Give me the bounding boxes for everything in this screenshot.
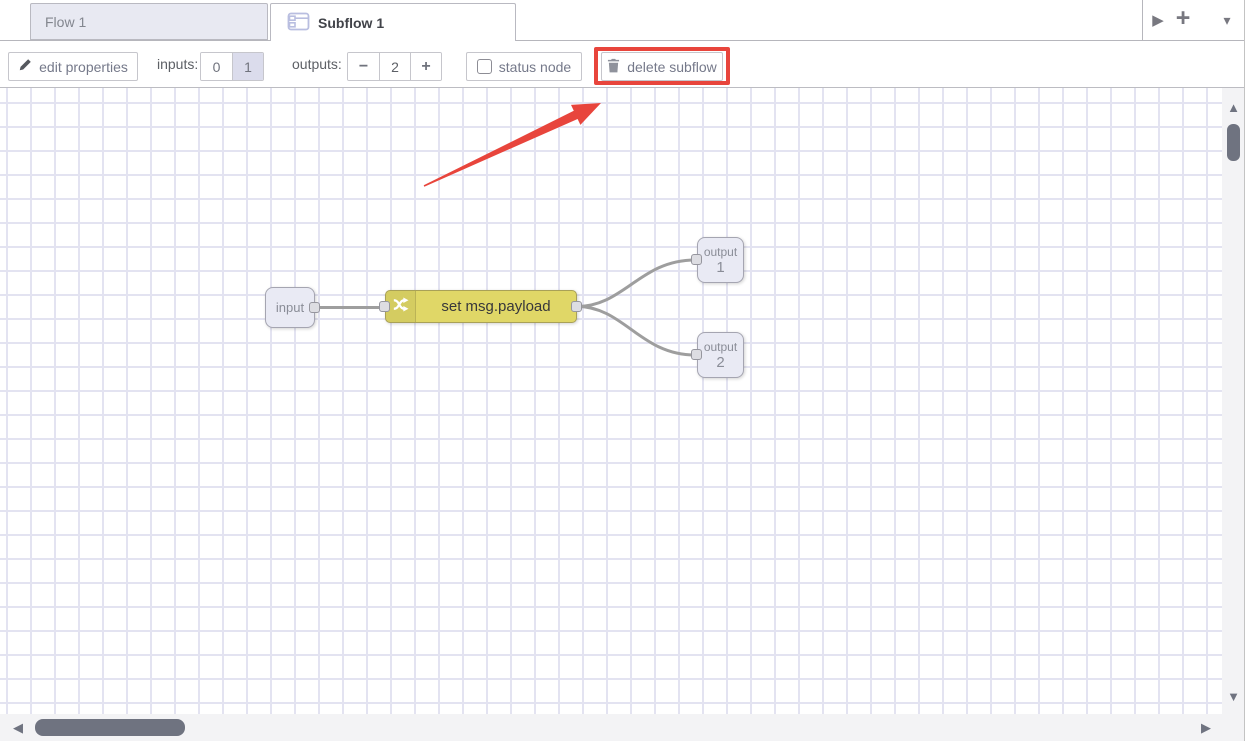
node-label: set msg.payload — [441, 298, 551, 315]
trash-icon — [607, 58, 620, 76]
change-node-icon-box — [386, 291, 416, 322]
node-number: 1 — [716, 258, 725, 276]
subflow-toolbar: edit properties inputs: 0 1 outputs: − 2… — [0, 41, 1244, 88]
wire[interactable] — [576, 258, 696, 308]
wire[interactable] — [576, 305, 696, 357]
inputs-option-0[interactable]: 0 — [201, 53, 232, 80]
shuffle-icon — [391, 295, 410, 319]
tab-label: Flow 1 — [45, 13, 87, 30]
inputs-option-1[interactable]: 1 — [232, 53, 263, 80]
delete-subflow-label: delete subflow — [627, 58, 717, 75]
change-node-output-port[interactable] — [571, 301, 582, 312]
horizontal-scrollbar[interactable]: ◀ ▶ — [0, 714, 1244, 741]
outputs-stepper: − 2 + — [347, 52, 442, 81]
change-node-input-port[interactable] — [379, 301, 390, 312]
outputs-count-value: 2 — [379, 53, 410, 80]
tab-subflow-1[interactable]: Subflow 1 — [270, 3, 516, 41]
add-tab-icon[interactable]: + — [1175, 4, 1191, 32]
output2-node-input-port[interactable] — [691, 349, 702, 360]
inputs-label: inputs: — [157, 56, 199, 72]
pencil-icon — [18, 58, 32, 75]
subflow-icon — [287, 12, 310, 34]
tab-label: Subflow 1 — [318, 14, 385, 31]
scroll-down-icon[interactable]: ▼ — [1227, 689, 1240, 704]
input-node-output-port[interactable] — [309, 302, 320, 313]
outputs-label: outputs: — [292, 56, 342, 72]
subflow-output-node-1[interactable]: output 1 — [697, 237, 744, 283]
tab-flow-1[interactable]: Flow 1 — [30, 3, 268, 40]
vertical-scrollbar[interactable]: ▲ ▼ — [1222, 88, 1244, 714]
status-node-label: status node — [498, 58, 572, 75]
outputs-decrease-button[interactable]: − — [348, 53, 379, 80]
wire-layer — [315, 258, 696, 357]
node-label: input — [275, 300, 305, 315]
scroll-up-icon[interactable]: ▲ — [1227, 100, 1240, 115]
tab-scroll-next-icon[interactable]: ▶ — [1152, 12, 1164, 29]
status-node-checkbox[interactable] — [476, 59, 492, 74]
subflow-input-node[interactable]: input — [265, 287, 315, 328]
node-number: 2 — [716, 353, 725, 371]
node-label: output — [703, 339, 738, 354]
output1-node-input-port[interactable] — [691, 254, 702, 265]
horizontal-scrollbar-thumb[interactable] — [35, 719, 185, 736]
scroll-right-icon[interactable]: ▶ — [1201, 720, 1211, 735]
tab-list-chevron-down-icon[interactable]: ▾ — [1223, 11, 1231, 28]
change-node-set-msg-payload[interactable]: set msg.payload — [385, 290, 577, 323]
scroll-left-icon[interactable]: ◀ — [13, 720, 23, 735]
node-label: output — [703, 244, 738, 259]
vertical-scrollbar-thumb[interactable] — [1227, 124, 1240, 161]
header-divider — [1142, 0, 1143, 40]
workspace-tab-bar: Flow 1 Subflow 1 ▶ + ▾ — [0, 0, 1244, 41]
inputs-toggle-group: 0 1 — [200, 52, 264, 81]
edit-properties-label: edit properties — [39, 58, 128, 75]
flow-canvas[interactable]: input set msg.payload output 1 — [0, 88, 1222, 714]
delete-subflow-button[interactable]: delete subflow — [601, 52, 723, 81]
status-node-button[interactable]: status node — [466, 52, 582, 81]
subflow-output-node-2[interactable]: output 2 — [697, 332, 744, 378]
outputs-increase-button[interactable]: + — [410, 53, 441, 80]
edit-properties-button[interactable]: edit properties — [8, 52, 138, 81]
